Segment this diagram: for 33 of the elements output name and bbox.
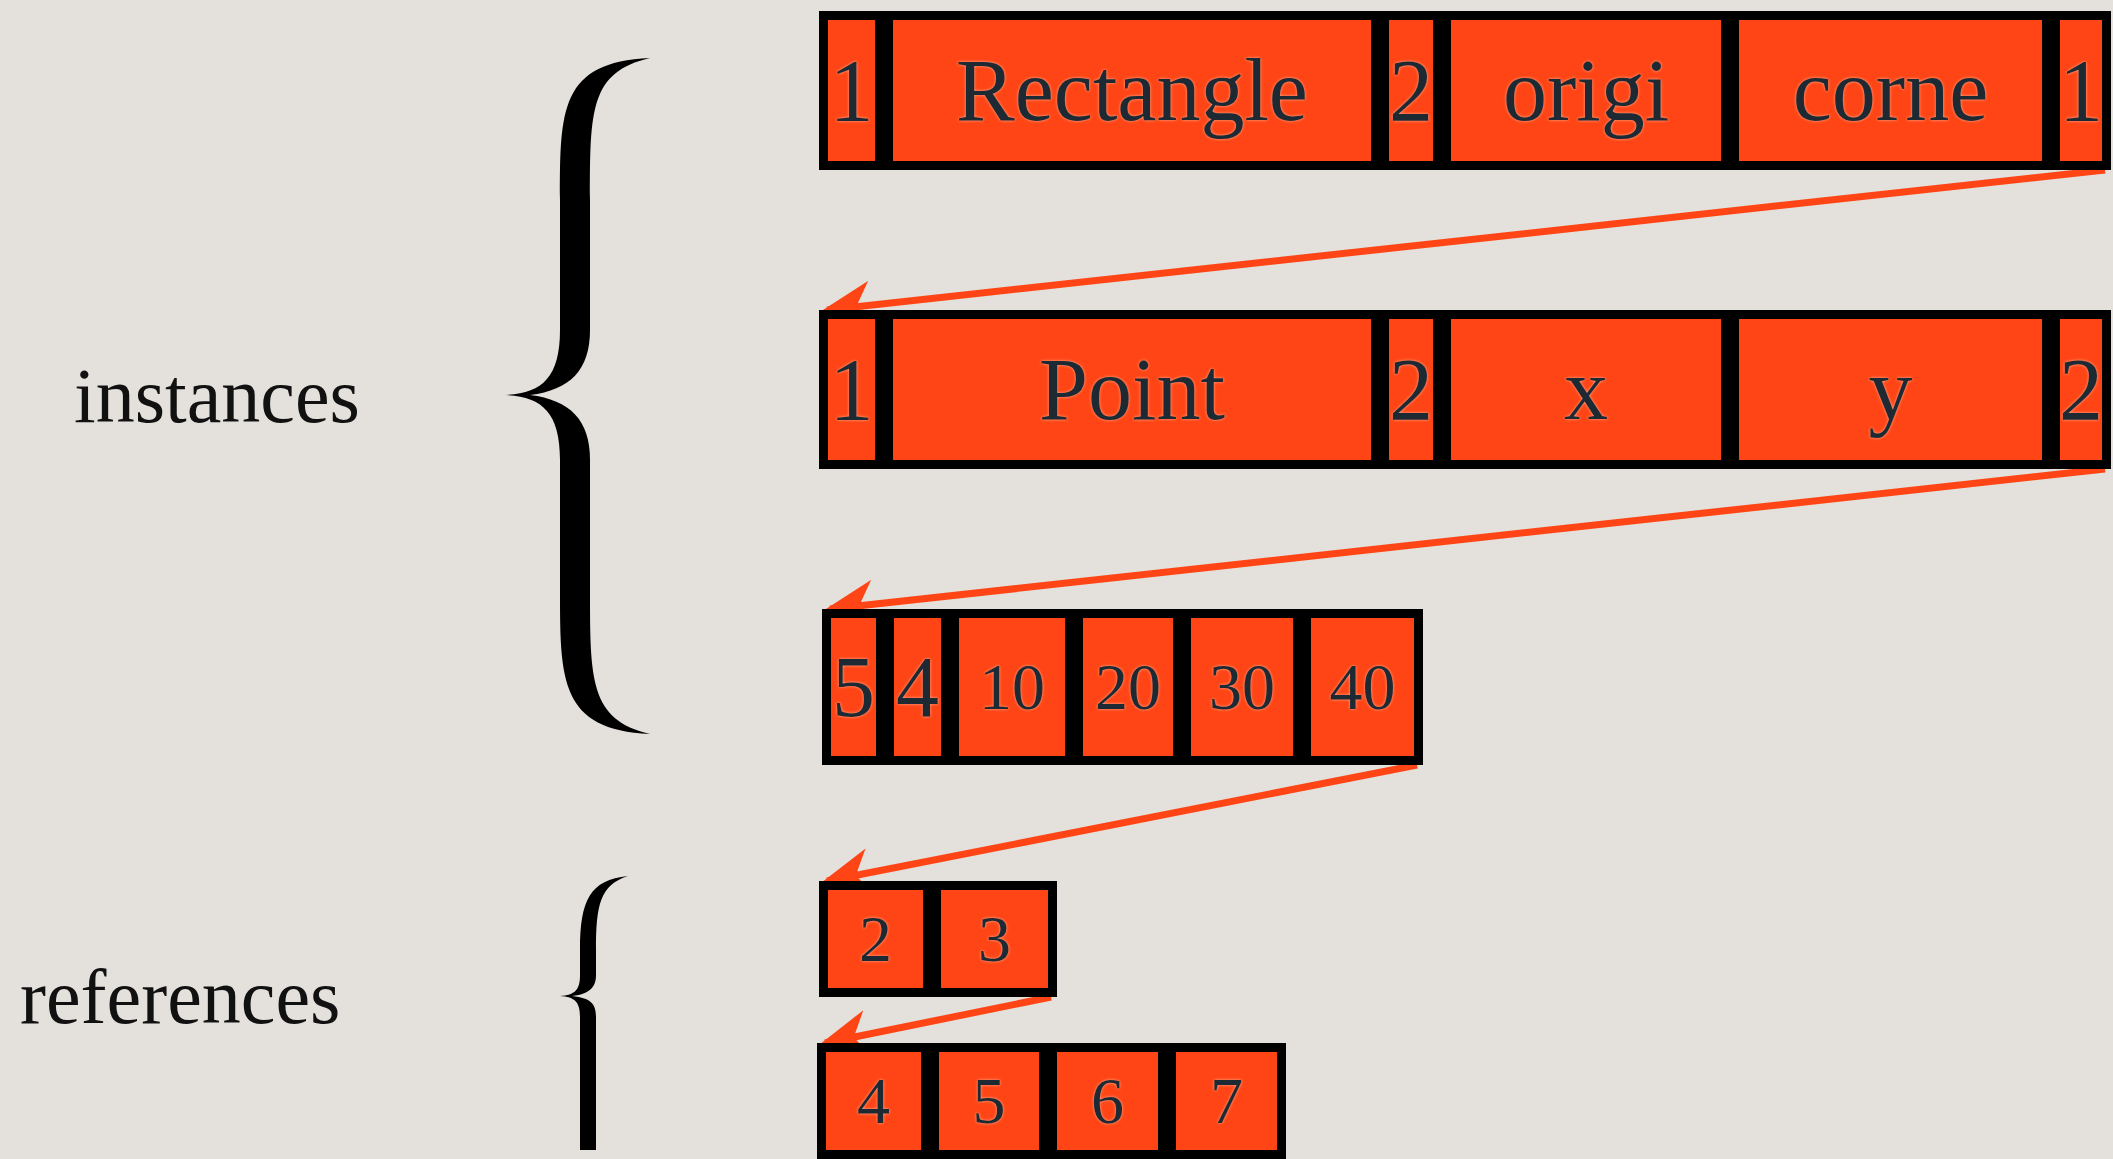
- memory-cell: [932, 881, 1057, 997]
- memory-cell: [819, 11, 884, 170]
- memory-cell: [819, 881, 932, 997]
- cell-value: 2: [859, 906, 892, 972]
- memory-cell: [1302, 609, 1423, 765]
- cell-value: 1: [829, 345, 874, 434]
- memory-cell: [1167, 1043, 1286, 1159]
- cell-value: corne: [1792, 46, 1989, 135]
- memory-cell: [2051, 310, 2111, 469]
- cell-value: Point: [1039, 345, 1225, 434]
- cell-value: 4: [896, 644, 939, 730]
- cell-value: 5: [972, 1068, 1006, 1134]
- cell-value: 6: [1091, 1068, 1124, 1134]
- memory-cell: [2051, 11, 2111, 170]
- cell-value: 40: [1329, 654, 1396, 720]
- cell-value: 1: [829, 46, 874, 135]
- cell-value: 3: [978, 906, 1011, 972]
- memory-cell: [822, 609, 885, 765]
- group-label: instances: [74, 357, 360, 435]
- cell-value: 2: [1389, 46, 1433, 135]
- cell-value: 1: [2060, 46, 2102, 135]
- cell-value: 20: [1095, 654, 1161, 720]
- cell-value: 10: [979, 654, 1045, 720]
- cell-value: 30: [1209, 654, 1275, 720]
- cell-value: 7: [1210, 1068, 1243, 1134]
- cell-value: 2: [2060, 345, 2102, 434]
- cell-value: 4: [857, 1068, 890, 1134]
- group-label: references: [20, 958, 341, 1036]
- cell-value: x: [1564, 345, 1608, 434]
- cell-value: 2: [1389, 345, 1433, 434]
- cell-value: 5: [832, 644, 875, 730]
- memory-cell: [817, 1043, 930, 1159]
- memory-cell: [819, 310, 884, 469]
